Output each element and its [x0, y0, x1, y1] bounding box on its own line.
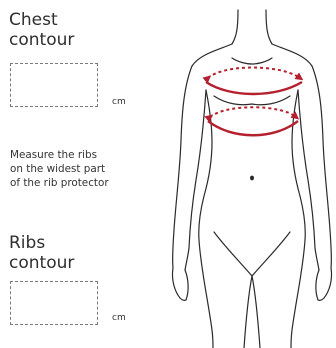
- chest-measurement-arrows: [206, 68, 302, 95]
- ribs-measurement-arrows: [208, 107, 298, 135]
- navel-marker: [250, 176, 254, 181]
